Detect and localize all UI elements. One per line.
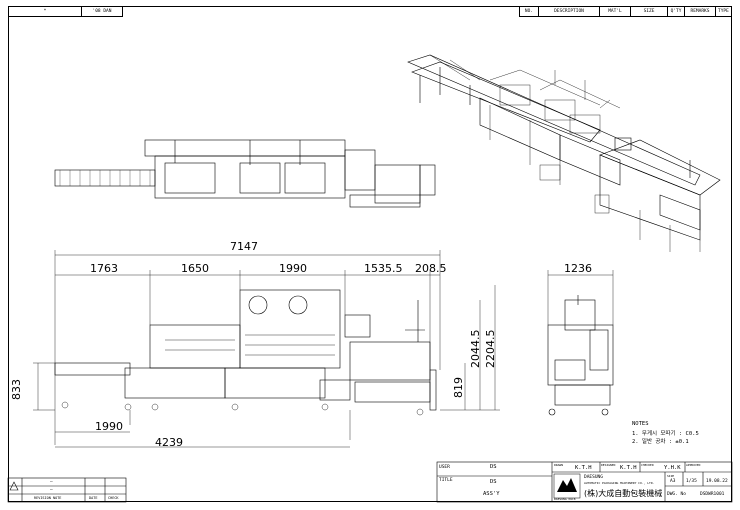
side-view	[547, 295, 614, 416]
dim-height-2044: 2044.5	[469, 329, 482, 369]
drawn-value: K.T.H	[575, 465, 592, 471]
notes-line-2: 2. 일반 공차 : ±0.1	[632, 439, 689, 445]
notes-title: NOTES	[632, 421, 649, 427]
notes-line-1: 1. 무게시 모따기 : C0.5	[632, 431, 699, 437]
col-remarks: REMARKS	[684, 6, 716, 17]
revision-date-label: DATE	[89, 496, 98, 500]
dim-total-length: 7147	[230, 240, 258, 253]
company-name-en: DAESUNG	[584, 475, 603, 480]
company-name-kr: (株)大成自動包裝機械	[584, 489, 663, 498]
dwg-number: DSDWR1001	[700, 492, 725, 497]
size-value: A3	[670, 479, 676, 484]
user-label: USER	[439, 465, 450, 470]
checked-label: CHECKED	[641, 463, 654, 467]
front-view	[54, 289, 437, 416]
title-block-lines	[436, 461, 733, 503]
dim-side-width: 1236	[564, 262, 592, 275]
dimension-lines	[33, 250, 614, 448]
checked-value: Y.H.K	[664, 465, 681, 471]
dwg-label: DWG. No	[667, 492, 686, 497]
header-left-table: * '08 DAN	[8, 6, 123, 17]
approved-label: APPROVED	[686, 463, 701, 467]
title-value-2: ASS'Y	[483, 491, 500, 497]
revision-row-2: —	[50, 488, 53, 493]
drawing-frame	[8, 6, 732, 502]
isometric-view	[407, 54, 721, 252]
user-value: DS	[490, 464, 497, 470]
dim-seg4: 1535.5	[364, 262, 403, 275]
dim-height-left: 833	[10, 379, 23, 400]
col-type: TYPE	[715, 6, 732, 17]
top-view	[54, 139, 436, 208]
date-value: 19.08.22	[706, 479, 728, 484]
dim-seg3: 1990	[279, 262, 307, 275]
revision-row-1: —	[50, 480, 53, 485]
scale-value: 1/35	[686, 479, 697, 484]
header-left-cell-2: '08 DAN	[81, 6, 123, 17]
revision-block-lines	[7, 477, 127, 503]
dim-seg2: 1650	[181, 262, 209, 275]
dim-seg1: 1763	[90, 262, 118, 275]
dim-seg5: 208.5	[415, 262, 447, 275]
company-logo	[553, 473, 581, 499]
revision-triangle-icon	[9, 481, 19, 491]
drawn-label: DRAWN	[554, 463, 564, 467]
revision-note-label: REVISION NOTE	[34, 496, 62, 500]
revision-check-label: CHECK	[108, 496, 119, 500]
title-value-1: DS	[490, 479, 497, 485]
logo-text: DAESUNG PACK	[554, 497, 576, 501]
designed-value: K.T.H	[620, 465, 637, 471]
dim-height-mid: 819	[452, 377, 465, 398]
size-label: SIZE	[667, 474, 675, 478]
dim-height-2204: 2204.5	[484, 329, 497, 369]
parts-list-header: NO. DESCRIPTION MAT'L SIZE Q'TY REMARKS …	[519, 6, 732, 17]
dim-overall: 4239	[155, 436, 183, 449]
designed-label: DESIGNED	[601, 463, 616, 467]
dim-conveyor: 1990	[95, 420, 123, 433]
title-label: TITLE	[439, 478, 453, 483]
company-subtitle: AUTOMATIC PACKAGING MACHINERY CO., LTD.	[584, 481, 655, 485]
